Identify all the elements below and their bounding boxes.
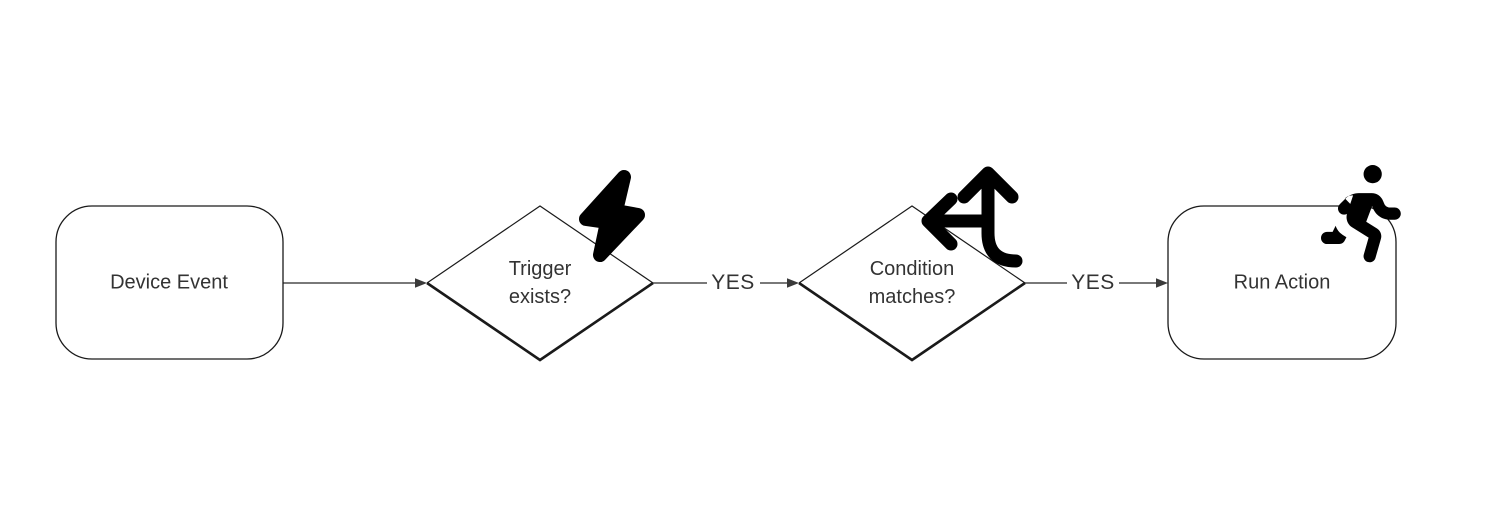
node-label-condition-matches-line1: Condition	[869, 258, 955, 280]
node-device-event	[55, 205, 284, 360]
node-label-trigger-exists-line1: Trigger	[508, 258, 572, 280]
node-label-device-event: Device Event	[110, 271, 228, 294]
edge-label-yes-2: YES	[1069, 271, 1117, 295]
node-label-run-action: Run Action	[1233, 271, 1331, 294]
node-label-trigger-exists-line2: exists?	[508, 286, 572, 308]
edge-device-event-to-trigger	[283, 278, 427, 288]
node-run-action	[1167, 205, 1397, 360]
running-person-icon	[1321, 165, 1401, 263]
edge-label-yes-1: YES	[709, 271, 757, 295]
edge-condition-to-run-action	[1025, 278, 1168, 288]
node-label-condition-matches: Condition matches?	[869, 255, 956, 311]
edge-trigger-to-condition	[653, 278, 799, 288]
node-label-trigger-exists: Trigger exists?	[509, 255, 572, 311]
lightning-bolt-icon	[579, 170, 645, 262]
split-arrows-icon	[921, 166, 1023, 268]
node-label-condition-matches-line2: matches?	[868, 286, 956, 308]
node-condition-matches	[798, 205, 1026, 362]
